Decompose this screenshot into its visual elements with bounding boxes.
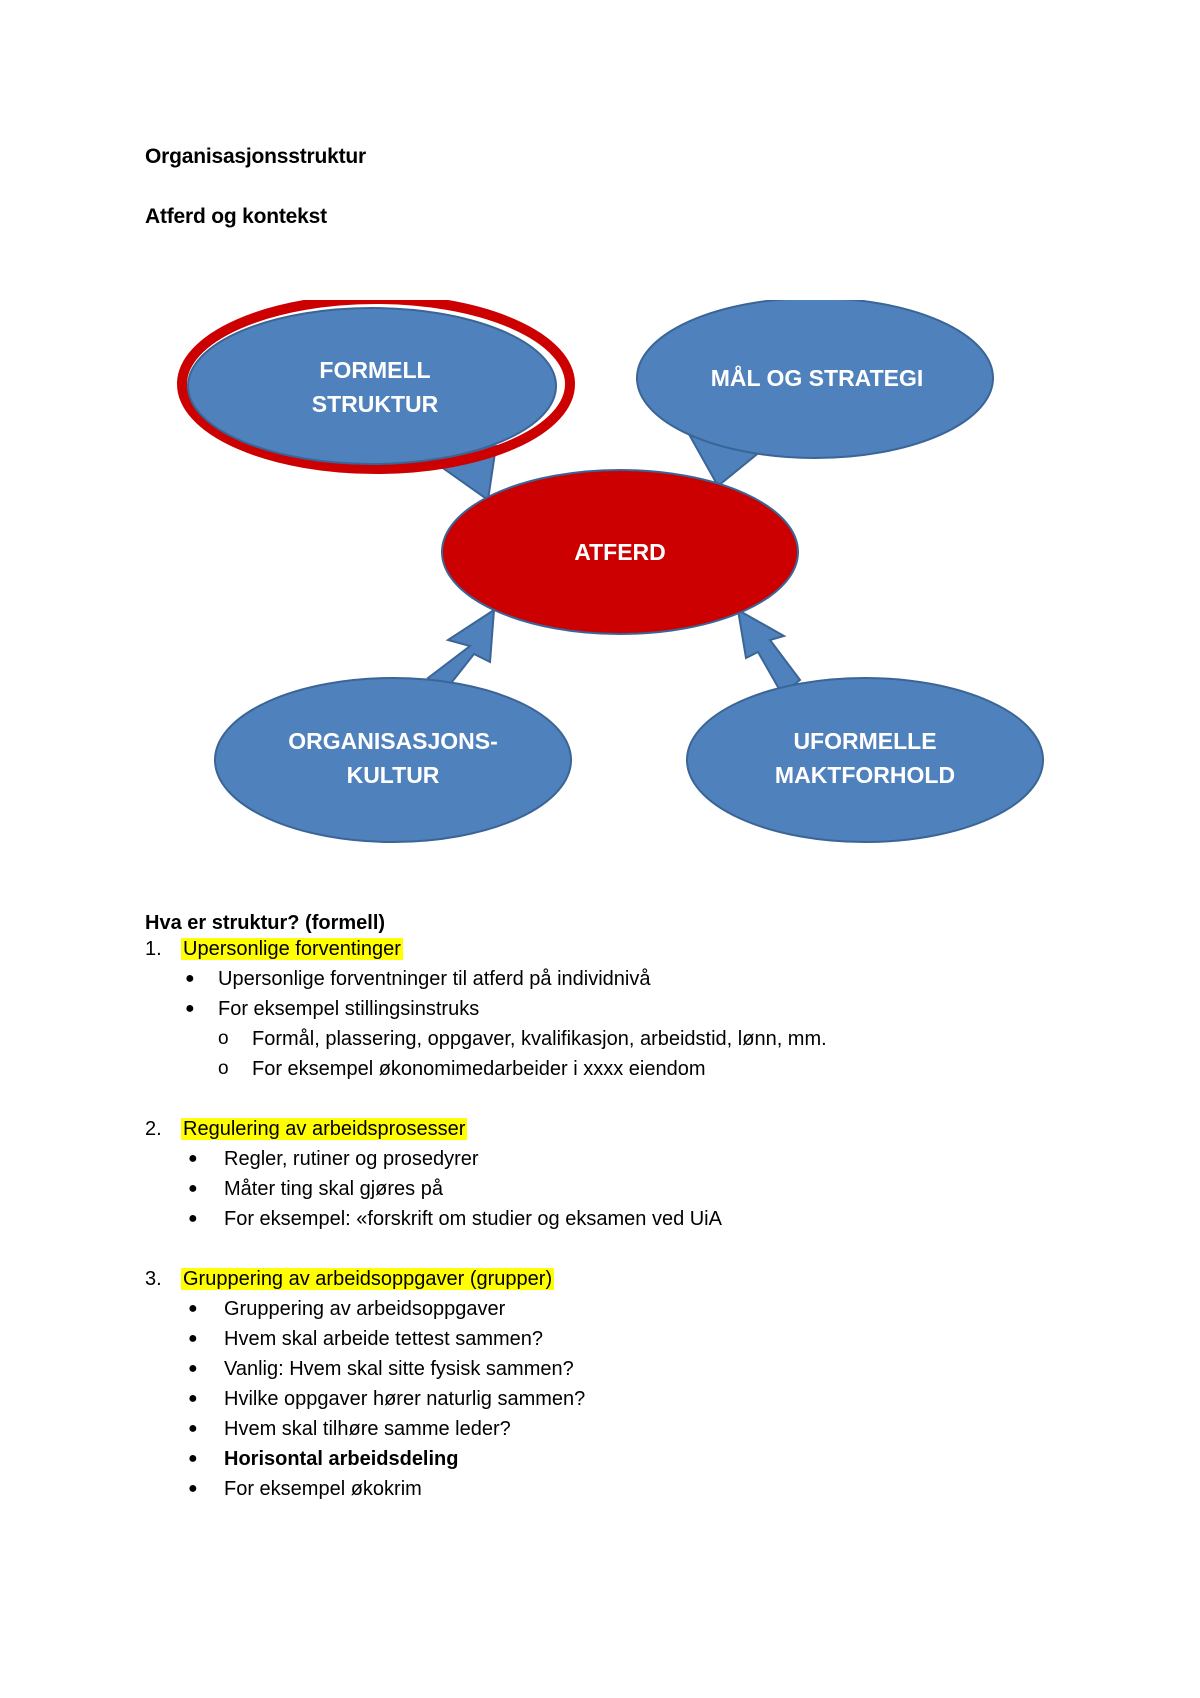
node-atferd (441, 469, 799, 635)
numbered-heading-2: 2. Regulering av arbeidsprosesser (145, 1116, 468, 1142)
list-item: ● Upersonlige forventninger til atferd p… (185, 968, 651, 990)
bullet-marker: ● (188, 1390, 198, 1407)
sub-bullet-marker: o (218, 1028, 229, 1049)
highlight-ring (177, 300, 575, 474)
bullet-marker: ● (188, 1300, 198, 1317)
section-heading: Hva er struktur? (formell) (145, 912, 386, 934)
highlighted-label: Gruppering av arbeidsoppgaver (grupper) (181, 1268, 555, 1290)
node-kultur-label-2: KULTUR (347, 762, 440, 788)
bullet-marker: ● (188, 1360, 198, 1377)
arrow-maktforhold-to-atferd (736, 608, 802, 696)
list-item: ● Måter ting skal gjøres på (188, 1178, 443, 1200)
list-item: ● Gruppering av arbeidsoppgaver (188, 1298, 506, 1320)
highlighted-label: Upersonlige forventinger (181, 938, 403, 960)
bullet-marker: ● (185, 970, 195, 987)
list-item: ● Vanlig: Hvem skal sitte fysisk sammen? (188, 1358, 574, 1380)
list-item: ● Regler, rutiner og prosedyrer (188, 1148, 479, 1170)
structure-diagram: FORMELL STRUKTUR MÅL OG STRATEGI ATFERD … (177, 300, 1044, 843)
node-makt-label-2: MAKTFORHOLD (775, 762, 955, 788)
sub-list-item: o Formål, plassering, oppgaver, kvalifik… (218, 1028, 827, 1050)
bullet-marker: ● (188, 1480, 198, 1497)
node-formell-label-2: STRUKTUR (312, 391, 439, 417)
node-atferd-label: ATFERD (574, 539, 666, 565)
node-formell-label-1: FORMELL (319, 357, 430, 383)
list-item: ● Hvilke oppgaver hører naturlig sammen? (188, 1388, 586, 1410)
list-item: ● Hvem skal arbeide tettest sammen? (188, 1328, 544, 1350)
item-number: 3. (145, 1268, 162, 1290)
node-uformelle-maktforhold (686, 677, 1044, 843)
numbered-heading-1: 1. Upersonlige forventinger (145, 936, 403, 962)
bullet-marker: ● (188, 1330, 198, 1347)
sub-list-item: o For eksempel økonomimedarbeider i xxxx… (218, 1058, 706, 1080)
list-item: ● For eksempel økokrim (188, 1478, 422, 1500)
list-item: ● For eksempel stillingsinstruks (185, 998, 480, 1020)
bullet-marker: ● (188, 1420, 198, 1437)
node-makt-label-1: UFORMELLE (793, 728, 936, 754)
item-number: 2. (145, 1118, 162, 1140)
highlighted-label: Regulering av arbeidsprosesser (181, 1118, 468, 1140)
bullet-marker: ● (188, 1450, 198, 1467)
numbered-heading-3: 3. Gruppering av arbeidsoppgaver (grupper… (145, 1266, 555, 1292)
sub-bullet-marker: o (218, 1058, 229, 1079)
node-mal-og-strategi (636, 300, 994, 459)
bullet-marker: ● (188, 1210, 198, 1227)
bullet-marker: ● (185, 1000, 195, 1017)
list-item: ● For eksempel: «forskrift om studier og… (188, 1208, 722, 1230)
node-organisasjonskultur (214, 677, 572, 843)
list-item: ● Hvem skal tilhøre samme leder? (188, 1418, 511, 1440)
list-item: ● Horisontal arbeidsdeling (188, 1448, 459, 1470)
bullet-marker: ● (188, 1150, 198, 1167)
bullet-marker: ● (188, 1180, 198, 1197)
node-formell-struktur (187, 307, 557, 465)
document-title: Organisasjonsstruktur (145, 145, 367, 168)
item-number: 1. (145, 938, 162, 960)
node-mal-label: MÅL OG STRATEGI (711, 364, 924, 391)
document-subtitle: Atferd og kontekst (145, 205, 327, 228)
node-kultur-label-1: ORGANISASJONS- (288, 728, 498, 754)
